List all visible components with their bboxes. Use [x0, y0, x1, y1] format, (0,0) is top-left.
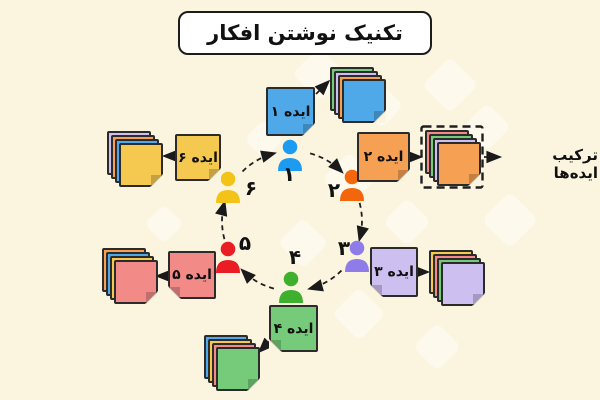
sticky-note [119, 143, 163, 187]
idea-4-note: ایده ۴ [269, 305, 318, 352]
seat-number-1: ۱ [282, 162, 296, 186]
seat-number-3: ۳ [337, 236, 351, 260]
person-4-icon [279, 271, 303, 303]
flow-arrow-1-2 [309, 152, 344, 174]
combine-box [420, 125, 484, 189]
person-1-icon [278, 139, 302, 171]
idea-1-stack [330, 67, 386, 123]
seat-number-5: ۵ [238, 231, 252, 255]
sticky-note [441, 262, 485, 306]
person-5-icon [216, 241, 240, 273]
idea-6-stack [107, 131, 163, 187]
page-title: تکنیک نوشتن افکار [207, 21, 403, 45]
sticky-note [114, 260, 158, 304]
flow-circle [215, 150, 369, 292]
person-3-icon [345, 240, 369, 272]
flow-arrow-2-3 [356, 202, 369, 243]
arrow-idea-1 [314, 79, 331, 96]
flow-arrow-5-6 [215, 199, 228, 240]
person-6-icon [216, 171, 240, 203]
sticky-note [437, 142, 481, 186]
person-2-icon [340, 169, 364, 201]
sticky-note [342, 79, 386, 123]
flow-arrow-4-5 [240, 268, 275, 290]
idea-1-label: ایده ۱ [270, 103, 311, 120]
idea-3-note: ایده ۳ [370, 247, 418, 297]
idea-6-label: ایده ۶ [178, 149, 218, 166]
idea-6-note: ایده ۶ [175, 134, 221, 181]
idea-4-label: ایده ۴ [273, 320, 314, 337]
note-arrows [154, 79, 431, 354]
seat-number-4: ۴ [288, 245, 302, 269]
idea-5-note: ایده ۵ [168, 251, 216, 299]
title-box: تکنیک نوشتن افکار [178, 11, 432, 55]
idea-2-note: ایده ۲ [357, 132, 410, 182]
idea-2-stack [425, 130, 481, 186]
idea-5-label: ایده ۵ [172, 267, 212, 283]
idea-3-label: ایده ۳ [374, 264, 414, 280]
idea-3-stack [429, 250, 485, 306]
seat-number-2: ۲ [327, 178, 341, 202]
flow-arrow-6-1 [241, 150, 277, 173]
idea-5-stack [102, 248, 158, 304]
sticky-note [216, 347, 260, 391]
combine-ideas-label: ترکیب ایده‌ها [552, 146, 598, 182]
idea-2-label: ایده ۲ [363, 149, 404, 165]
flow-arrow-3-4 [307, 269, 343, 292]
seat-number-6: ۶ [244, 176, 258, 200]
idea-4-stack [204, 335, 260, 391]
idea-1-note: ایده ۱ [266, 87, 315, 136]
